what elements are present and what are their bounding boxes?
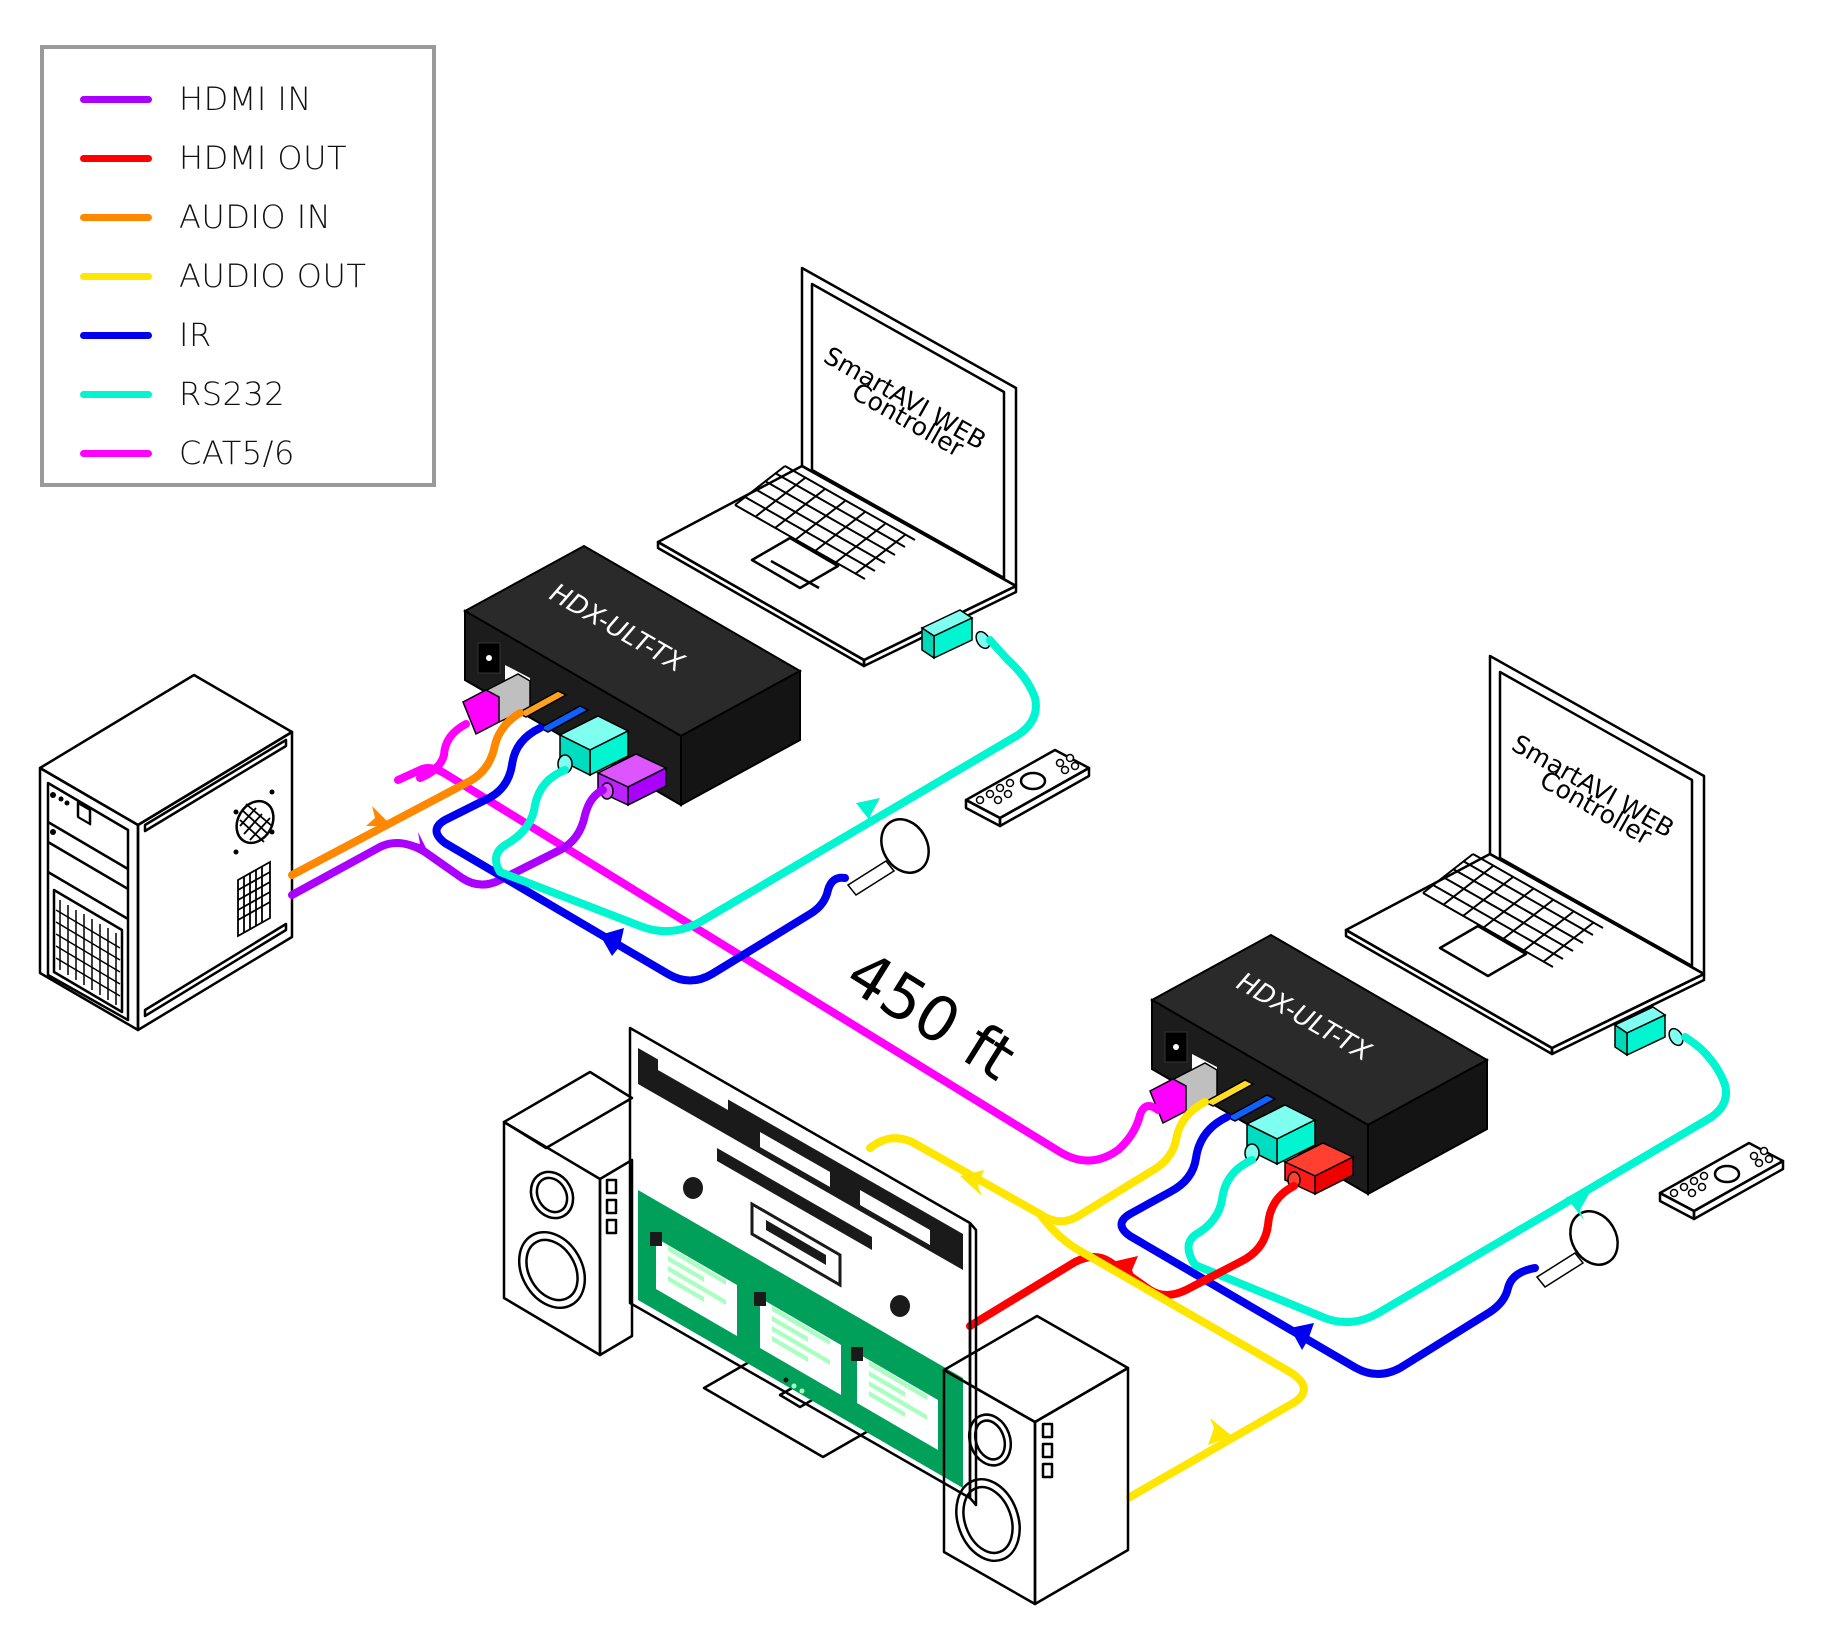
legend-label: AUDIO IN	[179, 198, 332, 236]
right-speaker	[942, 1314, 1130, 1606]
left-laptop: SmartAVI WEB Controller	[656, 266, 1018, 668]
right-laptop-serial-connector	[1613, 1006, 1684, 1057]
legend-label: CAT5/6	[179, 434, 295, 472]
left-speaker	[502, 1070, 634, 1357]
left-laptop-serial-connector	[920, 609, 991, 660]
audio-in-arrow	[366, 806, 392, 826]
audio-out-arrow-1	[960, 1170, 984, 1196]
legend-label: HDMI OUT	[179, 139, 348, 177]
legend-swatch-hdmi-out	[80, 154, 152, 162]
legend: HDMI IN HDMI OUT AUDIO IN AUDIO OUT IR R…	[40, 45, 436, 487]
cable-ir-left	[432, 724, 849, 985]
cable-cat5-6-tx-tail	[416, 720, 470, 782]
legend-swatch-rs232	[80, 390, 152, 398]
legend-item-cat5-6: CAT5/6	[80, 433, 295, 473]
remote-control-left	[964, 748, 1091, 828]
legend-swatch-audio-out	[80, 272, 152, 280]
tv-monitor	[628, 1026, 978, 1507]
legend-item-hdmi-out: HDMI OUT	[80, 138, 347, 178]
legend-swatch-audio-in	[80, 213, 152, 221]
legend-swatch-hdmi-in	[80, 95, 152, 103]
cable-ir-right	[1117, 1113, 1539, 1378]
legend-item-ir: IR	[80, 315, 212, 355]
rs232-right-arrow	[1566, 1192, 1590, 1220]
cable-audio-out-speaker	[1036, 1210, 1308, 1501]
front-grille	[55, 900, 121, 1005]
cable-audio-out	[866, 1098, 1209, 1226]
side-vent-grid	[237, 860, 271, 938]
ir-sensor-right	[1535, 1210, 1619, 1288]
tv-content-cards	[650, 1232, 938, 1450]
cable-audio-in	[288, 709, 524, 879]
ir-sensor-left	[846, 818, 930, 896]
pc-tower	[38, 673, 294, 1032]
rs232-left-arrow	[856, 798, 880, 826]
hdmi-out-arrow	[1112, 1256, 1138, 1280]
legend-label: IR	[179, 316, 212, 354]
legend-label: AUDIO OUT	[179, 257, 367, 295]
legend-label: HDMI IN	[179, 80, 312, 118]
legend-label: RS232	[179, 375, 286, 413]
cable-hdmi-in	[288, 786, 607, 899]
hdmi-in-arrow	[412, 832, 432, 860]
keyboard	[1422, 853, 1604, 968]
ir-right-arrow	[1290, 1323, 1314, 1350]
legend-item-rs232: RS232	[80, 374, 285, 414]
legend-item-audio-out: AUDIO OUT	[80, 256, 366, 296]
legend-item-hdmi-in: HDMI IN	[80, 79, 312, 119]
cable-cat5-6	[394, 764, 1162, 1165]
fan-vent	[233, 789, 275, 855]
legend-swatch-ir	[80, 331, 152, 339]
audio-out-arrow-2	[1208, 1418, 1232, 1445]
ir-left-arrow	[600, 928, 624, 956]
legend-item-audio-in: AUDIO IN	[80, 197, 331, 237]
right-laptop: SmartAVI WEB Controller	[1344, 654, 1706, 1056]
cable-rs232-right	[1184, 1033, 1730, 1327]
remote-control-right	[1658, 1141, 1785, 1221]
transmitter-ports	[462, 665, 668, 807]
cables	[288, 636, 1730, 1501]
keyboard	[734, 465, 916, 580]
legend-swatch-cat5-6	[80, 449, 152, 457]
cable-rs232-left	[492, 636, 1040, 936]
